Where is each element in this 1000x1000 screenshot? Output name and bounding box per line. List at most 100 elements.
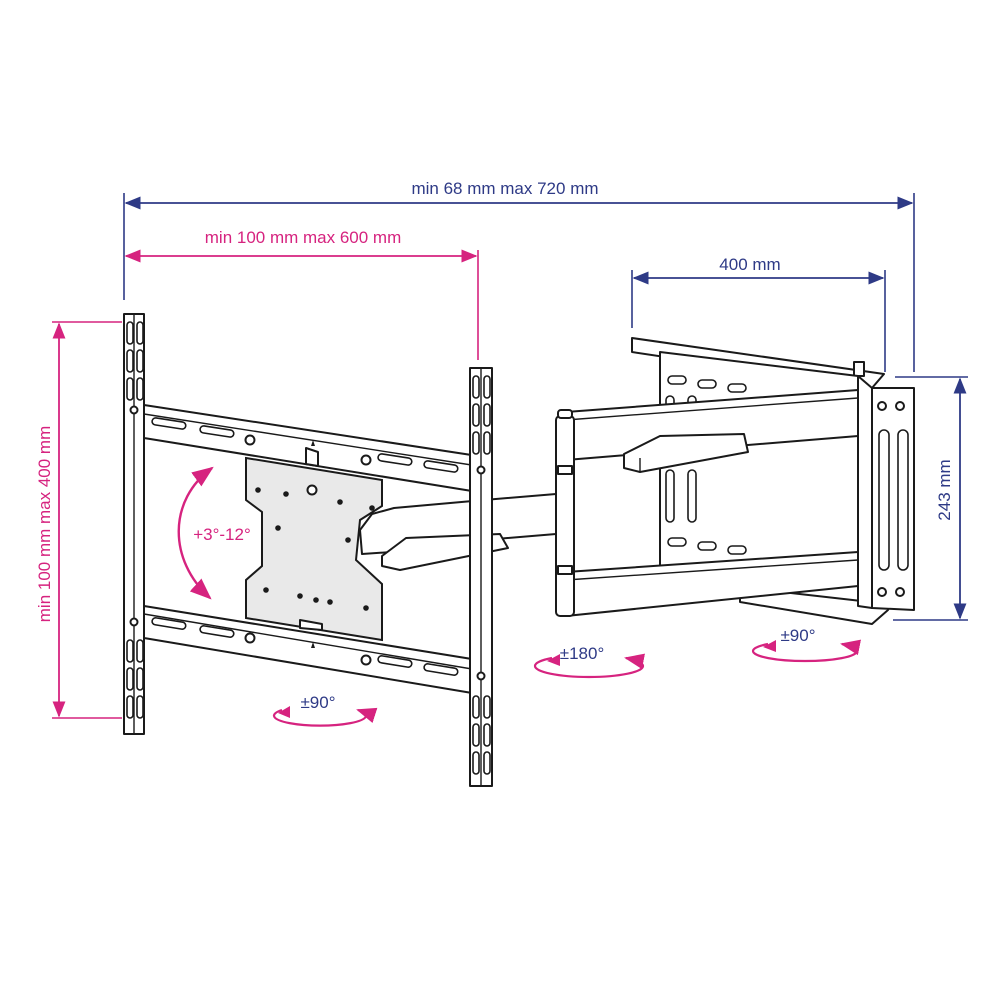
wall-plate-slot — [727, 545, 747, 555]
tv-plate-up-marker — [311, 440, 315, 446]
tv-plate-center-hole — [306, 484, 318, 496]
tv-plate-hole — [283, 491, 289, 497]
arm-swivel-label: ±180° — [560, 644, 605, 663]
wall-plate-vertical-slot — [665, 469, 675, 523]
rotation-arrow-icon — [533, 653, 645, 679]
tv-plate-up-marker — [311, 642, 315, 648]
wall-plate-height-label: 243 mm — [935, 459, 954, 520]
tv-rail-slot — [377, 453, 413, 466]
bracket-slot — [126, 667, 134, 691]
bracket-screw — [476, 671, 486, 681]
tv-rail-slot — [151, 417, 187, 430]
tv-plate-hole — [363, 605, 369, 611]
arm-hinge-collar — [557, 565, 573, 575]
bracket-screw — [129, 405, 139, 415]
wall-plate-screw — [895, 587, 905, 597]
tv-right-bracket-slots — [472, 375, 491, 775]
bracket-slot — [472, 751, 480, 775]
tilt-label: +3°-12° — [193, 525, 251, 544]
bracket-slot — [136, 349, 144, 373]
tv-rail-screw — [244, 632, 256, 644]
bracket-slot — [126, 639, 134, 663]
tv-plate-hole — [369, 505, 375, 511]
wall-plate-side — [857, 375, 873, 609]
wall-swivel-label: ±90° — [780, 626, 815, 645]
bracket-slot — [126, 377, 134, 401]
bracket-slot — [483, 375, 491, 399]
rotation-arrow-icon — [272, 707, 378, 727]
wall-plate-screw — [877, 401, 887, 411]
tv-rail-screw — [244, 434, 256, 446]
tv-bracket — [123, 313, 493, 787]
tv-rail-screw — [360, 654, 372, 666]
wall-plate-slot — [667, 537, 687, 547]
wall-plate-vertical-slot — [687, 469, 697, 523]
arm-hinge-cap — [557, 409, 573, 419]
arm-hinge-collar — [557, 465, 573, 475]
vertical-vesa-label: min 100 mm max 400 mm — [35, 426, 54, 623]
tv-plate-top-tab — [305, 447, 319, 467]
bracket-slot — [136, 377, 144, 401]
bracket-slot — [483, 723, 491, 747]
arm-hinge-column — [555, 415, 575, 617]
tv-plate-hole — [275, 525, 281, 531]
short-arm — [483, 493, 557, 541]
bracket-slot — [483, 695, 491, 719]
wall-plate-screw — [895, 401, 905, 411]
tv-top-rail-edge — [143, 413, 479, 467]
rotation-arrow-icon — [177, 466, 214, 600]
tv-swivel-label: ±90° — [300, 693, 335, 712]
horizontal-vesa-dimension: min 100 mm max 600 mm — [124, 228, 479, 360]
bracket-screw — [476, 465, 486, 475]
tv-left-bracket-slots — [126, 321, 144, 719]
bracket-slot — [136, 639, 144, 663]
tv-rail-slot — [151, 617, 187, 630]
bracket-slot — [472, 375, 480, 399]
tv-plate-hole — [327, 599, 333, 605]
wall-plate-slot — [667, 375, 687, 385]
wall-plate-bolt-top — [853, 361, 865, 377]
bracket-slot — [472, 695, 480, 719]
tilt-indicator: +3°-12° — [177, 466, 251, 600]
upper-arm-edge — [565, 397, 859, 421]
bracket-screw — [129, 617, 139, 627]
wall-plate-slot — [697, 379, 717, 389]
tv-plate-hole — [297, 593, 303, 599]
extension-dimension: min 68 mm max 720 mm — [123, 179, 915, 372]
bracket-slot — [126, 321, 134, 345]
extension-label: min 68 mm max 720 mm — [411, 179, 598, 198]
rotation-arrowhead-icon — [547, 654, 560, 666]
tv-rail-screw — [360, 454, 372, 466]
bracket-slot — [472, 431, 480, 455]
tv-plate-hole — [313, 597, 319, 603]
tv-rail-slot — [423, 460, 459, 473]
bracket-slot — [126, 349, 134, 373]
bracket-slot — [136, 667, 144, 691]
tv-rail-slot — [377, 655, 413, 668]
tv-center-plate — [245, 456, 383, 642]
bracket-slot — [472, 723, 480, 747]
bracket-slot — [126, 695, 134, 719]
tv-plate-hole — [255, 487, 261, 493]
tv-plate-hole — [337, 499, 343, 505]
horizontal-vesa-label: min 100 mm max 600 mm — [205, 228, 402, 247]
bracket-slot — [136, 695, 144, 719]
arm-swivel-indicator: ±180° — [533, 644, 645, 679]
bracket-slot — [136, 321, 144, 345]
tv-rail-slot — [199, 625, 235, 638]
bracket-slot — [483, 431, 491, 455]
wall-swivel-indicator: ±90° — [751, 626, 862, 663]
wall-plate-side-slot — [878, 429, 890, 571]
cable-clip — [623, 433, 749, 473]
rotation-arrowhead-icon — [763, 640, 776, 652]
vertical-vesa-dimension: min 100 mm max 400 mm — [35, 321, 122, 719]
wall-plate-slot — [697, 541, 717, 551]
rotation-arrow-icon — [751, 639, 862, 663]
tv-swivel-indicator: ±90° — [272, 693, 378, 727]
lower-arm-edge — [565, 559, 859, 581]
tv-plate-hole — [263, 587, 269, 593]
bracket-slot — [483, 403, 491, 427]
wall-plate-slot — [727, 383, 747, 393]
